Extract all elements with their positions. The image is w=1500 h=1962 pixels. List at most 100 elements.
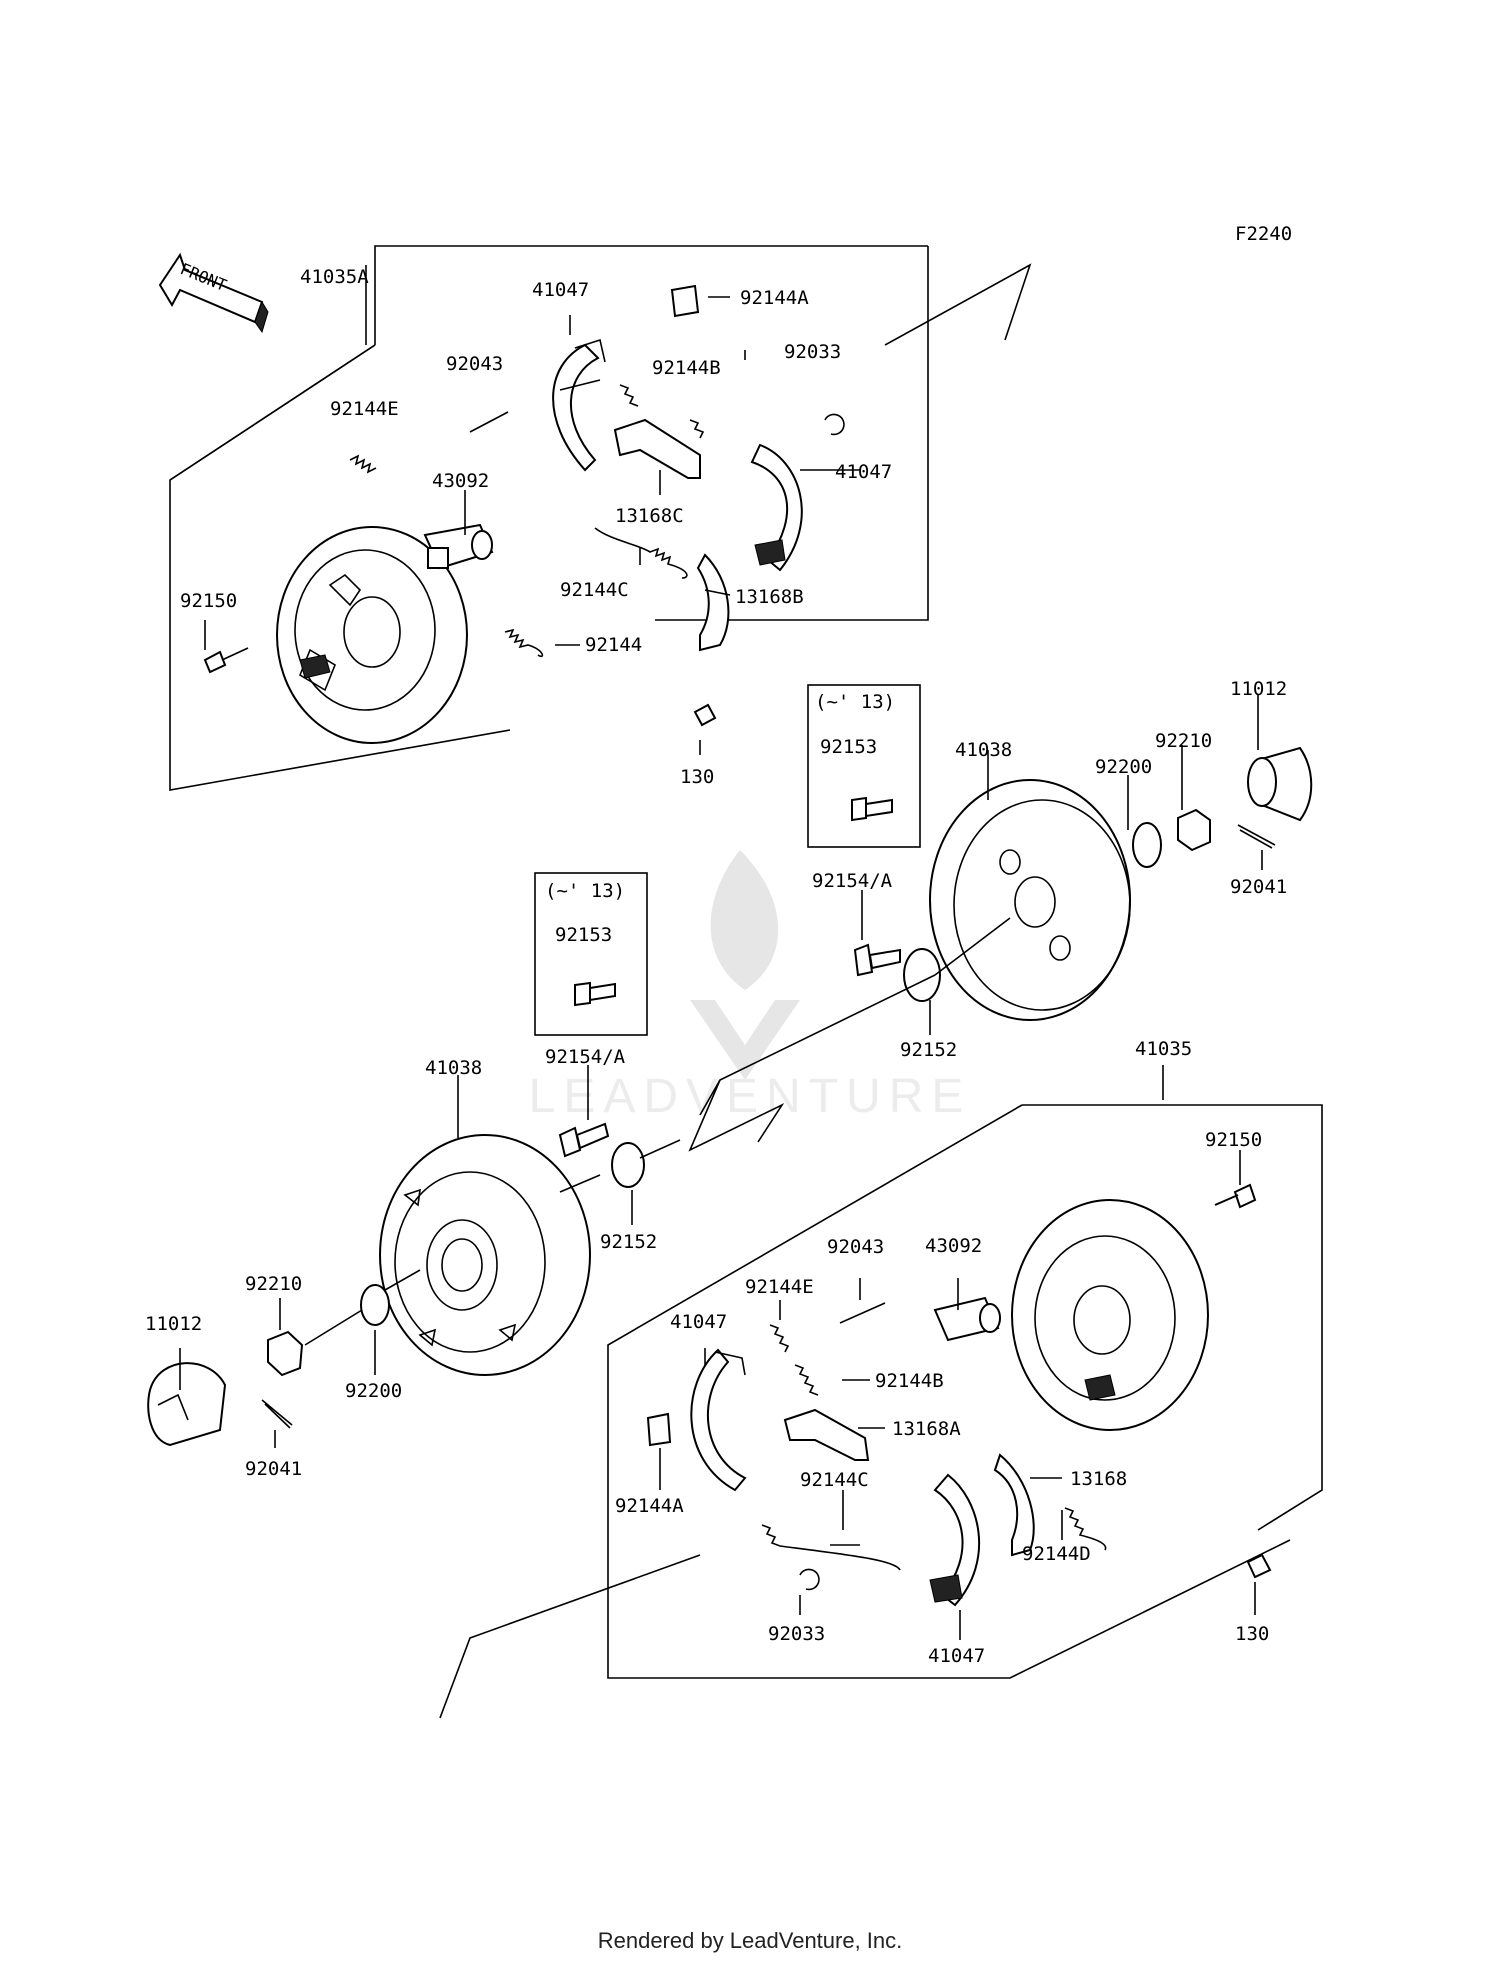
label-41035A: 41035A — [300, 266, 369, 288]
bolt-92153-lower — [574, 981, 616, 1007]
label-92033: 92033 — [784, 341, 841, 363]
break-line-lower — [439, 1554, 701, 1719]
clip-92144A-lower — [646, 1412, 672, 1447]
label-92150: 92150 — [180, 590, 237, 612]
lever-13168C — [613, 418, 701, 479]
label-92144B: 92144B — [652, 357, 721, 379]
seal-92152-upper — [903, 948, 941, 1002]
spring-92144-upper — [504, 628, 544, 658]
wheel-cylinder-43092-upper — [423, 523, 494, 570]
nut-92210-lower — [267, 1330, 304, 1377]
group-outline-rear-upper-left — [169, 344, 376, 481]
backing-plate-41035A — [276, 526, 468, 744]
figure-code: F2240 — [1235, 223, 1292, 245]
bolt-92153-upper — [851, 796, 893, 822]
wheel-cylinder-43092-lower — [933, 1296, 1001, 1342]
label-92150: 92150 — [1205, 1129, 1262, 1151]
label-92041: 92041 — [1230, 876, 1287, 898]
spring-92144C-upper — [594, 527, 688, 579]
label-92154A: 92154/A — [545, 1046, 626, 1068]
brake-shoe-41047-upper-left — [552, 338, 606, 472]
spring-92144B-lower — [794, 1364, 819, 1396]
axis-line-lower — [304, 1139, 681, 1346]
label-92144A: 92144A — [740, 287, 809, 309]
backing-plate-41035 — [1011, 1199, 1209, 1431]
brake-shoe-41047-lower-left — [690, 1348, 747, 1492]
note-label: (~' 13) — [545, 880, 625, 902]
label-11012: 11012 — [145, 1313, 202, 1335]
label-92144E: 92144E — [745, 1276, 814, 1298]
spring-92144E-lower — [769, 1324, 790, 1353]
label-92154A: 92154/A — [812, 870, 893, 892]
label-92043: 92043 — [827, 1236, 884, 1258]
label-13168A: 13168A — [892, 1418, 961, 1440]
leader-lines — [179, 265, 1263, 1640]
brake-shoe-41047-lower-right — [929, 1473, 980, 1607]
nut-92210-upper — [1177, 808, 1211, 852]
footer-credit: Rendered by LeadVenture, Inc. — [598, 1928, 903, 1953]
note-label: (~' 13) — [815, 691, 895, 713]
label-41047: 41047 — [835, 461, 892, 483]
lever-13168B — [696, 553, 730, 652]
cotter-pin-92041-lower — [261, 1399, 293, 1429]
label-41047: 41047 — [670, 1311, 727, 1333]
bolt-92154A-upper — [853, 943, 901, 977]
brake-drum-41038-upper — [929, 779, 1131, 1021]
label-92041: 92041 — [245, 1458, 302, 1480]
label-92200: 92200 — [1095, 756, 1152, 778]
spring-92144C-lower — [761, 1524, 901, 1571]
part-labels: F2240 41035A 41047 92144A 92043 92144B 9… — [145, 223, 1292, 1667]
label-41035: 41035 — [1135, 1038, 1192, 1060]
clip-92144A-upper — [670, 284, 700, 318]
ring-92033-upper — [824, 413, 845, 436]
note-box-upper — [807, 684, 921, 848]
label-92153: 92153 — [555, 924, 612, 946]
label-41038: 41038 — [955, 739, 1012, 761]
label-92152: 92152 — [900, 1039, 957, 1061]
note-box-lower — [534, 872, 648, 1036]
break-line-upper — [884, 263, 1032, 346]
label-43092: 43092 — [925, 1235, 982, 1257]
label-11012: 11012 — [1230, 678, 1287, 700]
pin-92043-upper — [469, 411, 509, 433]
cotter-pin-92041-upper — [1237, 824, 1276, 849]
label-92144C: 92144C — [800, 1469, 869, 1491]
label-92210: 92210 — [1155, 730, 1212, 752]
label-13168C: 13168C — [615, 505, 684, 527]
washer-92200-lower — [360, 1284, 390, 1326]
lever-13168 — [993, 1453, 1035, 1557]
pin-92043-lower — [839, 1302, 886, 1324]
label-130: 130 — [680, 766, 714, 788]
label-92200: 92200 — [345, 1380, 402, 1402]
label-92210: 92210 — [245, 1273, 302, 1295]
front-arrow-icon: FRONT — [158, 252, 269, 334]
ring-92033-lower — [799, 1568, 820, 1591]
lever-13168A — [783, 1408, 870, 1461]
spring-92144B-upper — [619, 384, 705, 439]
spring-92144E-upper — [349, 454, 377, 474]
label-92144A: 92144A — [615, 1495, 684, 1517]
label-92043: 92043 — [446, 353, 503, 375]
break-line-mid — [688, 1079, 785, 1152]
label-92144E: 92144E — [330, 398, 399, 420]
label-92144D: 92144D — [1022, 1543, 1091, 1565]
label-130: 130 — [1235, 1623, 1269, 1645]
label-92152: 92152 — [600, 1231, 657, 1253]
watermark-text: LEADVENTURE — [529, 1070, 972, 1123]
bolt-130-upper — [693, 703, 717, 727]
washer-92200-upper — [1132, 822, 1162, 868]
cap-11012-upper — [1247, 746, 1313, 822]
label-92144: 92144 — [585, 634, 642, 656]
label-41047: 41047 — [928, 1645, 985, 1667]
cap-11012-lower — [147, 1362, 227, 1447]
bolt-92150-upper — [203, 647, 249, 674]
label-92144B: 92144B — [875, 1370, 944, 1392]
label-43092: 43092 — [432, 470, 489, 492]
label-13168: 13168 — [1070, 1468, 1127, 1490]
bolt-92150-lower — [1214, 1183, 1257, 1209]
seal-92152-lower — [611, 1142, 645, 1188]
bolt-130-lower — [1246, 1553, 1272, 1579]
label-92153: 92153 — [820, 736, 877, 758]
label-92033: 92033 — [768, 1623, 825, 1645]
